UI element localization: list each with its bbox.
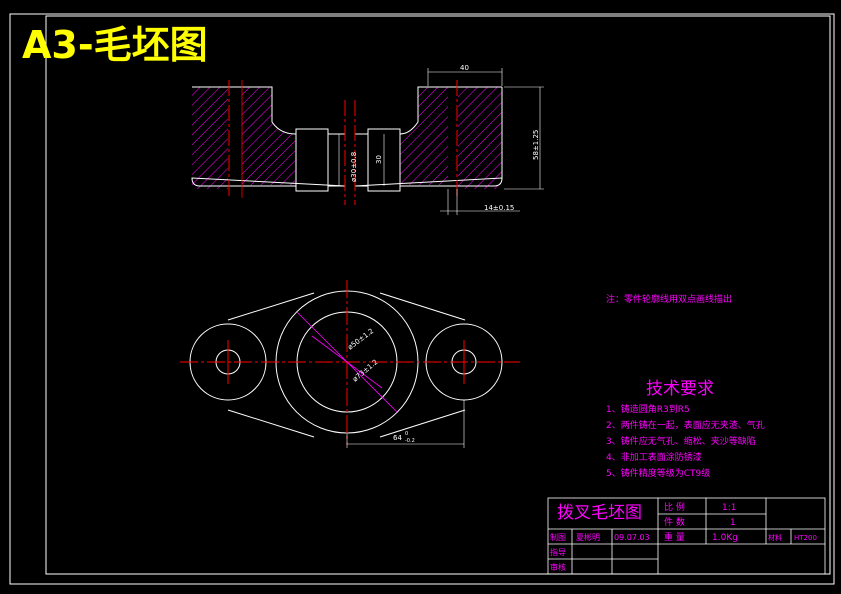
- tech-requirements: 技术要求 1、铸造圆角R3到R5 2、两件铸在一起，表面应无夹渣、气孔 3、铸件…: [606, 379, 765, 479]
- weight-value: 1.0Kg: [712, 533, 738, 543]
- guide-label: 指导: [550, 547, 566, 557]
- hatch-left-outer: [192, 87, 228, 189]
- tech-item: 1、铸造圆角R3到R5: [606, 403, 690, 415]
- right-part-outline: [354, 86, 503, 192]
- dim-bore-len: 30: [375, 155, 383, 164]
- review-label: 审核: [550, 562, 566, 572]
- inner-frame: [45, 15, 831, 575]
- dim-center-tol-upper: 0: [405, 431, 408, 437]
- dim-overall-height: 58±1.25: [532, 130, 540, 160]
- outer-frame: [9, 13, 835, 585]
- scale-label: 比 例: [664, 501, 685, 513]
- drawn-date: 09.07.03: [614, 533, 650, 542]
- scale-value: 1:1: [722, 503, 736, 513]
- qty-value: 1: [730, 518, 736, 528]
- tech-item: 2、两件铸在一起，表面应无夹渣、气孔: [606, 419, 765, 431]
- dim-center-distance: 64: [393, 434, 402, 442]
- weight-label: 重 量: [664, 531, 685, 543]
- title-block: [547, 497, 826, 575]
- tech-item: 4、非加工表面涂防锈漆: [606, 451, 702, 463]
- dim-center-tol-lower: -0.2: [405, 438, 415, 444]
- drawn-name: 夏彬明: [576, 532, 600, 542]
- material-label: 材料: [768, 533, 782, 542]
- part-name: 拨叉毛坯图: [557, 503, 642, 523]
- hatch-right-inner: [400, 87, 448, 185]
- dim-top-width: 40: [460, 64, 469, 72]
- hatch-right-outer: [458, 87, 502, 189]
- qty-label: 件 数: [664, 516, 685, 528]
- dim-bottom-offset: 14±0.15: [484, 204, 514, 212]
- tech-item: 3、铸件应无气孔、缩松、夹沙等缺陷: [606, 435, 756, 447]
- hatch-left-inner: [242, 87, 295, 185]
- note-text: 注：零件轮廓线用双点画线描出: [606, 293, 732, 305]
- tech-heading: 技术要求: [646, 379, 714, 399]
- drawn-label: 制图: [550, 532, 566, 542]
- left-part-outline: [191, 86, 346, 192]
- top-view: ø50±1.2 ø73±1.2 64 0 -0.2: [180, 280, 520, 448]
- sheet-title: A3-毛坯图: [22, 23, 208, 67]
- section-view: 40 58±1.25 ø30±0.8 30 14±0.15: [191, 64, 544, 215]
- dim-bore-dia: ø30±0.8: [350, 152, 358, 182]
- title-block-text: 拨叉毛坯图 比 例 1:1 件 数 1 制图 夏彬明 09.07.03 重 量 …: [550, 501, 817, 572]
- tech-item: 5、铸件精度等级为CT9级: [606, 467, 710, 479]
- material-value: HT200: [794, 534, 817, 542]
